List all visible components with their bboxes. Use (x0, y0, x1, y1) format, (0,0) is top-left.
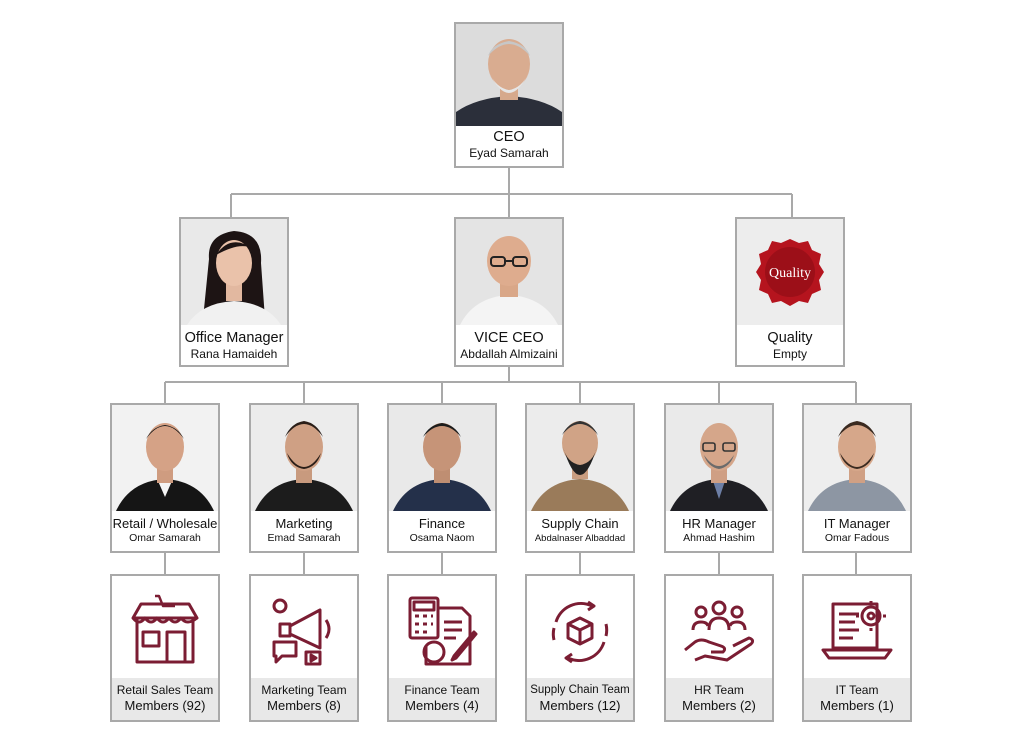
office-manager-card: Office Manager Rana Hamaideh (179, 217, 289, 367)
ceo-photo (456, 24, 562, 130)
supply-cycle-icon (551, 600, 609, 664)
hr-team-label: HR Team (694, 683, 744, 697)
hr-manager-role: HR Manager (682, 516, 756, 531)
marketing-manager-name: Emad Samarah (267, 532, 341, 544)
supply-chain-manager-name: Abdalnaser Albaddad (534, 533, 626, 544)
finance-manager-role: Finance (418, 516, 466, 531)
marketing-team-label: Marketing Team (261, 683, 347, 697)
vice-ceo-photo (456, 219, 562, 325)
laptop-gear-icon (821, 601, 893, 660)
calculator-invoice-icon (408, 596, 478, 666)
it-team-count: Members (1) (820, 698, 894, 713)
vice-ceo-card: VICE CEO Abdallah Almizaini (454, 217, 564, 367)
finance-manager-card: Finance Osama Naom (387, 403, 497, 553)
finance-team-card: Finance Team Members (4) (387, 574, 497, 722)
hr-manager-card: HR Manager Ahmad Hashim (664, 403, 774, 553)
hr-manager-photo (666, 405, 772, 511)
store-icon (131, 594, 199, 664)
finance-manager-photo (389, 405, 495, 511)
it-manager-card: IT Manager Omar Fadous (802, 403, 912, 553)
retail-team-count: Members (92) (124, 698, 206, 713)
hr-team-card: HR Team Members (2) (664, 574, 774, 722)
office-manager-name: Rana Hamaideh (190, 347, 278, 361)
office-manager-role: Office Manager (184, 330, 284, 346)
it-manager-photo (804, 405, 910, 511)
quality-card: Quality Quality Empty (735, 217, 845, 367)
retail-manager-name: Omar Samarah (129, 532, 201, 544)
finance-manager-name: Osama Naom (409, 532, 475, 544)
supply-chain-team-card: Supply Chain Team Members (12) (525, 574, 635, 722)
supply-chain-manager-photo (527, 405, 633, 511)
quality-role: Quality (767, 330, 813, 346)
retail-team-label: Retail Sales Team (116, 683, 214, 697)
retail-manager-card: Retail / Wholesale Omar Samarah (110, 403, 220, 553)
it-team-label: IT Team (835, 683, 879, 697)
it-manager-name: Omar Fadous (824, 532, 890, 544)
retail-manager-role: Retail / Wholesale (112, 516, 218, 531)
ceo-role: CEO (493, 129, 525, 145)
quality-photo: Quality (737, 219, 843, 325)
vice-ceo-name: Abdallah Almizaini (460, 347, 558, 361)
retail-team-card: Retail Sales Team Members (92) (110, 574, 220, 722)
it-manager-role: IT Manager (823, 516, 891, 531)
hr-manager-name: Ahmad Hashim (683, 532, 755, 544)
megaphone-icon (272, 598, 331, 666)
marketing-team-count: Members (8) (267, 698, 341, 713)
it-team-card: IT Team Members (1) (802, 574, 912, 722)
hr-team-count: Members (2) (682, 698, 756, 713)
finance-team-label: Finance Team (404, 683, 480, 697)
supply-chain-team-count: Members (12) (539, 698, 621, 713)
marketing-manager-role: Marketing (275, 516, 333, 531)
marketing-manager-card: Marketing Emad Samarah (249, 403, 359, 553)
supply-chain-team-label: Supply Chain Team (530, 684, 630, 696)
quality-seal-text: Quality (769, 266, 811, 281)
marketing-team-card: Marketing Team Members (8) (249, 574, 359, 722)
ceo-name: Eyad Samarah (469, 146, 549, 160)
retail-manager-photo (112, 405, 218, 511)
ceo-card: CEO Eyad Samarah (454, 22, 564, 168)
office-manager-photo (181, 219, 287, 325)
quality-name: Empty (772, 347, 807, 361)
marketing-manager-photo (251, 405, 357, 511)
supply-chain-manager-card: Supply Chain Abdalnaser Albaddad (525, 403, 635, 553)
people-hand-icon (684, 600, 755, 662)
vice-ceo-role: VICE CEO (474, 330, 544, 346)
finance-team-count: Members (4) (405, 698, 479, 713)
supply-chain-manager-role: Supply Chain (541, 516, 619, 531)
